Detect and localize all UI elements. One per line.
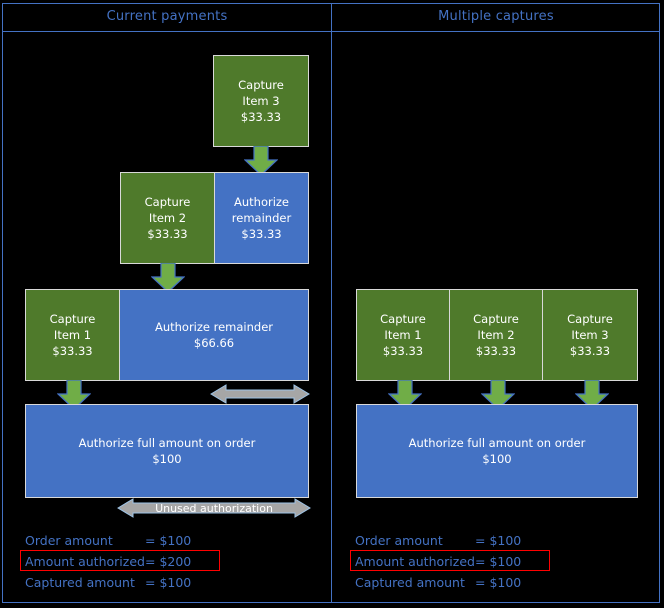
left-authorize-remainder-large-box: Authorize remainder $66.66 <box>119 289 309 381</box>
right-legend-value-amount-authorized: = $100 <box>475 554 522 569</box>
right-capture-item-1-line2: Item 1 <box>384 328 422 342</box>
left-arrow-item3-down-icon <box>244 146 278 176</box>
left-legend-row-amount-authorized: Amount authorized= $200 <box>20 550 220 571</box>
left-authorize-full-line1: Authorize full amount on order <box>78 436 256 450</box>
right-authorize-full-line1: Authorize full amount on order <box>408 436 586 450</box>
right-authorize-full-amount: $100 <box>482 452 512 466</box>
left-capture-item-2-line1: Capture <box>144 195 191 209</box>
left-capture-item-2-amount: $33.33 <box>147 227 188 241</box>
left-capture-item-1-amount: $33.33 <box>52 344 93 358</box>
right-capture-item-2-line2: Item 2 <box>477 328 515 342</box>
right-legend-value-captured-amount: = $100 <box>475 575 522 590</box>
left-legend-label-amount-authorized: Amount authorized <box>25 554 145 569</box>
left-capture-item-2-line2: Item 2 <box>148 211 187 225</box>
left-legend-value-amount-authorized: = $200 <box>145 554 192 569</box>
left-authorize-full-amount: $100 <box>152 452 182 466</box>
left-authorize-remainder-large-amount: $66.66 <box>193 336 235 350</box>
right-legend-row-captured-amount: Captured amount = $100 <box>350 571 550 592</box>
right-authorize-full-box: Authorize full amount on order $100 <box>356 404 638 498</box>
right-legend-label-order-amount: Order amount <box>355 533 443 548</box>
right-capture-item-3-line2: Item 3 <box>571 328 609 342</box>
left-authorize-full-box: Authorize full amount on order $100 <box>25 404 309 498</box>
right-capture-item-3-line1: Capture <box>567 312 613 326</box>
left-capture-item-3-amount: $33.33 <box>240 110 282 124</box>
left-unused-authorization-arrow: Unused authorization <box>117 497 311 519</box>
right-legend-row-order-amount: Order amount = $100 <box>350 529 550 550</box>
left-arrow-item2-down-icon <box>151 263 185 293</box>
left-capture-item-1-box: Capture Item 1 $33.33 <box>25 289 120 381</box>
right-legend-label-captured-amount: Captured amount <box>355 575 465 590</box>
right-arrow-item2-down-icon <box>481 380 515 410</box>
right-capture-item-1-box: Capture Item 1 $33.33 <box>356 289 450 381</box>
column-title-multiple-captures: Multiple captures <box>438 9 554 24</box>
left-authorize-remainder-small-amount: $33.33 <box>241 227 282 241</box>
column-divider <box>331 3 332 603</box>
left-capture-item-1-line2: Item 1 <box>53 328 92 342</box>
right-legend-label-amount-authorized: Amount authorized <box>355 554 475 569</box>
right-arrow-item1-down-icon <box>388 380 422 410</box>
left-capture-item-3-line2: Item 3 <box>242 94 280 108</box>
left-arrow-item1-down-icon <box>57 380 91 410</box>
right-capture-item-2-box: Capture Item 2 $33.33 <box>449 289 543 381</box>
left-capture-item-3-box: Capture Item 3 $33.33 <box>213 55 309 147</box>
column-title-current-payments: Current payments <box>106 9 228 24</box>
right-legend-value-order-amount: = $100 <box>475 533 522 548</box>
right-arrow-item3-down-icon <box>575 380 609 410</box>
left-capture-item-1-line1: Capture <box>49 312 96 326</box>
left-unused-authorization-label: Unused authorization <box>155 501 273 515</box>
left-authorize-remainder-small-line2: remainder <box>231 211 292 225</box>
left-legend-row-captured-amount: Captured amount = $100 <box>20 571 220 592</box>
left-remainder-span-arrow-icon <box>210 383 310 405</box>
right-legend: Order amount = $100 Amount authorized= $1… <box>350 529 550 592</box>
right-capture-item-2-amount: $33.33 <box>475 344 517 358</box>
left-legend-label-order-amount: Order amount <box>25 533 113 548</box>
left-legend-value-captured-amount: = $100 <box>145 575 192 590</box>
left-authorize-remainder-large-line1: Authorize remainder <box>154 320 274 334</box>
right-capture-item-2-line1: Capture <box>473 312 519 326</box>
left-authorize-remainder-small-box: Authorize remainder $33.33 <box>214 172 309 264</box>
right-capture-item-3-amount: $33.33 <box>569 344 611 358</box>
left-legend: Order amount = $100 Amount authorized= $2… <box>20 529 220 592</box>
right-capture-item-1-line1: Capture <box>380 312 426 326</box>
left-capture-item-3-line1: Capture <box>238 78 284 92</box>
left-authorize-remainder-small-line1: Authorize <box>233 195 290 209</box>
left-legend-value-order-amount: = $100 <box>145 533 192 548</box>
right-legend-row-amount-authorized: Amount authorized= $100 <box>350 550 550 571</box>
right-capture-item-3-box: Capture Item 3 $33.33 <box>542 289 638 381</box>
left-legend-label-captured-amount: Captured amount <box>25 575 135 590</box>
left-legend-row-order-amount: Order amount = $100 <box>20 529 220 550</box>
left-capture-item-2-box: Capture Item 2 $33.33 <box>120 172 215 264</box>
right-capture-item-1-amount: $33.33 <box>382 344 424 358</box>
